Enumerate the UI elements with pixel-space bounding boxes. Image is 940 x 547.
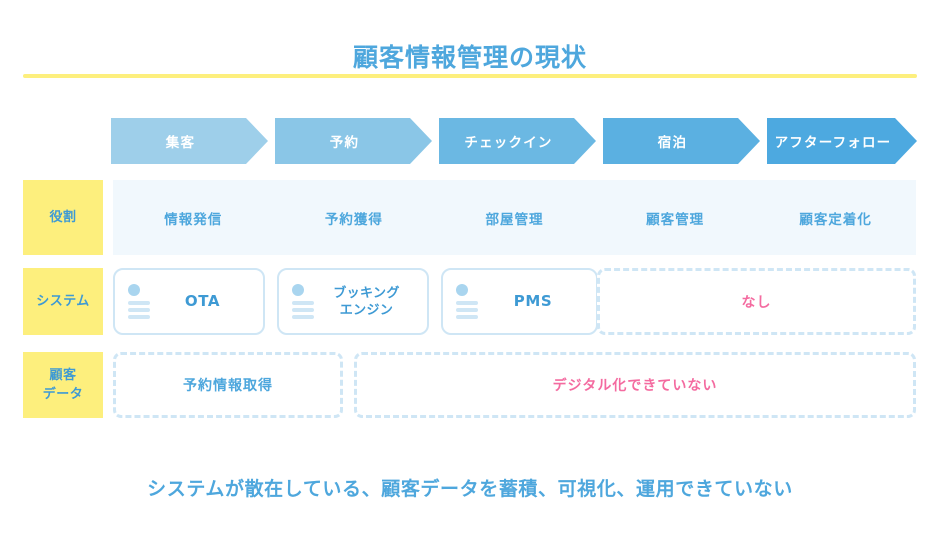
document-list-icon bbox=[128, 284, 154, 319]
customer-data-box-reservation: 予約情報取得 bbox=[113, 352, 343, 418]
flow-step-3-label: チェックイン bbox=[464, 135, 553, 151]
row-label-system: システム bbox=[23, 268, 103, 335]
row-label-role: 役割 bbox=[23, 180, 103, 255]
flow-step-1[interactable]: 集客 bbox=[111, 118, 268, 164]
flow-step-4-label: 宿泊 bbox=[657, 135, 688, 151]
system-row: OTA ブッキング エンジン PMS なし bbox=[113, 268, 916, 335]
role-cell-5: 顧客定着化 bbox=[799, 211, 872, 228]
document-list-icon bbox=[292, 284, 318, 319]
row-label-role-text: 役割 bbox=[49, 210, 77, 225]
system-card-booking-engine-label-line2: エンジン bbox=[339, 302, 394, 318]
system-card-pms[interactable]: PMS bbox=[441, 268, 598, 335]
system-card-booking-engine[interactable]: ブッキング エンジン bbox=[277, 268, 429, 335]
row-label-customer-data: 顧客 データ bbox=[23, 352, 103, 418]
title-block: 顧客情報管理の現状 bbox=[0, 42, 940, 74]
customer-data-box-not-digitized: デジタル化できていない bbox=[354, 352, 916, 418]
system-empty-box-label: なし bbox=[741, 294, 772, 311]
page-title: 顧客情報管理の現状 bbox=[352, 43, 587, 72]
flow-step-5-label: アフターフォロー bbox=[774, 135, 892, 151]
role-cell-3: 部屋管理 bbox=[485, 211, 544, 228]
customer-data-box-reservation-label: 予約情報取得 bbox=[183, 378, 273, 394]
system-card-booking-engine-label-line1: ブッキング bbox=[333, 285, 400, 301]
conclusion-text: システムが散在している、顧客データを蓄積、可視化、運用できていない bbox=[147, 478, 793, 500]
flow-step-3[interactable]: チェックイン bbox=[439, 118, 596, 164]
document-list-icon bbox=[456, 284, 482, 319]
process-flow-arrows: 集客 予約 チェックイン 宿泊 アフターフォロー bbox=[111, 118, 917, 164]
title-underline-rule bbox=[23, 74, 917, 78]
role-cell-2: 予約獲得 bbox=[324, 211, 383, 228]
system-card-booking-engine-label: ブッキング エンジン bbox=[318, 285, 427, 319]
flow-step-2-label: 予約 bbox=[329, 135, 360, 151]
flow-step-5[interactable]: アフターフォロー bbox=[767, 118, 917, 164]
system-empty-box: なし bbox=[597, 268, 916, 335]
customer-data-row: 予約情報取得 デジタル化できていない bbox=[113, 352, 916, 418]
row-label-customer-data-line1: 顧客 bbox=[49, 368, 77, 383]
system-card-ota[interactable]: OTA bbox=[113, 268, 265, 335]
row-label-system-text: システム bbox=[36, 294, 90, 309]
role-cell-1: 情報発信 bbox=[164, 211, 223, 228]
row-label-customer-data-line2: データ bbox=[42, 387, 84, 402]
flow-step-4[interactable]: 宿泊 bbox=[603, 118, 760, 164]
row-label-customer-data-text: 顧客 データ bbox=[43, 366, 84, 404]
role-cell-4: 顧客管理 bbox=[646, 211, 705, 228]
customer-data-box-not-digitized-label: デジタル化できていない bbox=[552, 378, 718, 394]
system-card-ota-label: OTA bbox=[184, 292, 221, 310]
flow-step-1-label: 集客 bbox=[165, 135, 196, 151]
system-card-pms-label: PMS bbox=[513, 292, 553, 310]
role-row: 情報発信 予約獲得 部屋管理 顧客管理 顧客定着化 bbox=[113, 180, 916, 255]
flow-step-2[interactable]: 予約 bbox=[275, 118, 432, 164]
